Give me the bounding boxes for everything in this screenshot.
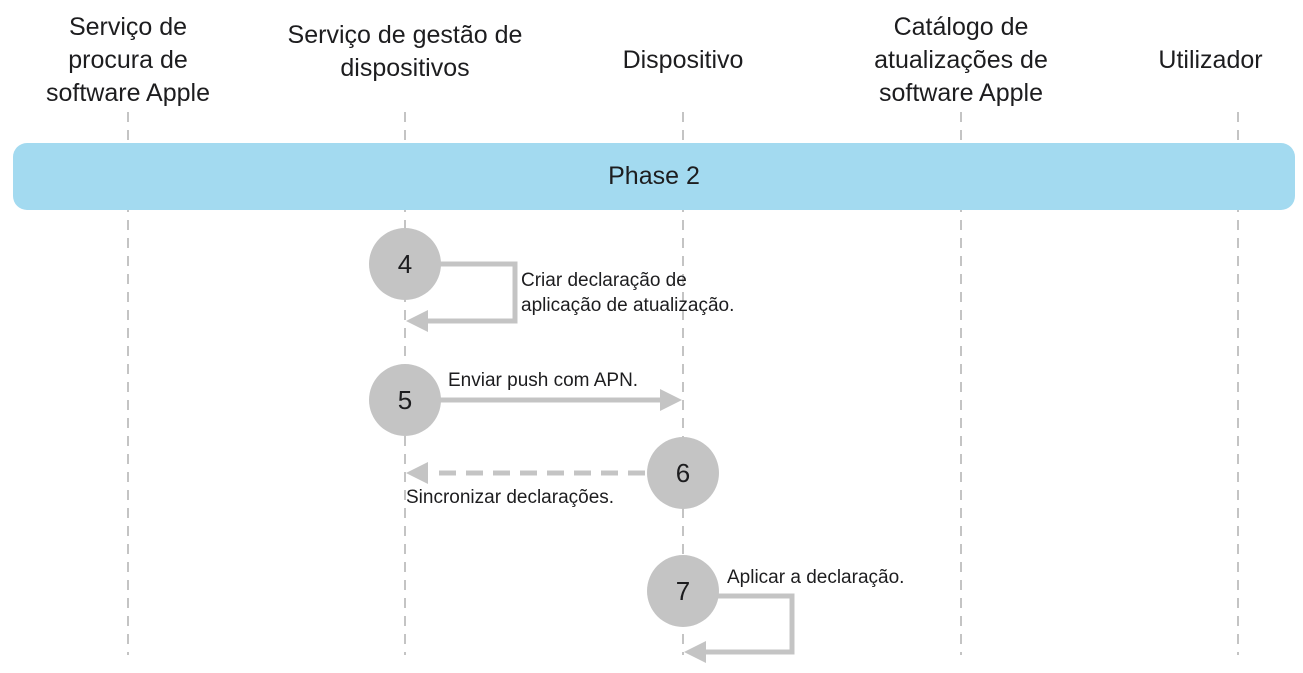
lane-header-device-management: Serviço de gestão de dispositivos xyxy=(285,2,525,102)
lane-header-apple-software-lookup: Serviço de procura de software Apple xyxy=(8,10,248,110)
step-number: 6 xyxy=(675,457,691,488)
step-label: Aplicar a declaração. xyxy=(727,567,905,588)
lane-title: Catálogo de atualizações de software App… xyxy=(874,12,1048,107)
step-7-arrow xyxy=(684,593,795,663)
phase-band xyxy=(13,143,1295,210)
step-number: 7 xyxy=(675,575,691,606)
lane-header-update-catalog: Catálogo de atualizações de software App… xyxy=(841,10,1081,110)
lane-title: Serviço de procura de software Apple xyxy=(46,12,210,107)
lane-header-device: Dispositivo xyxy=(563,10,803,110)
step-label: Enviar push com APN. xyxy=(448,370,639,391)
step-6-arrow xyxy=(406,462,645,484)
step-4-arrow xyxy=(406,261,518,332)
lane-title: Utilizador xyxy=(1158,45,1263,74)
lane-title: Dispositivo xyxy=(622,45,744,74)
step-5-circle xyxy=(369,364,441,436)
step-7-circle xyxy=(647,555,719,627)
step-label: Criar declaração de aplicação de atualiz… xyxy=(521,270,735,316)
lane-header-user: Utilizador xyxy=(1118,10,1303,110)
phase-label: Phase 2 xyxy=(608,162,700,190)
step-6-circle xyxy=(647,437,719,509)
step-number: 5 xyxy=(397,384,413,415)
step-5-arrow xyxy=(430,389,682,411)
step-number: 4 xyxy=(397,248,413,279)
step-4-circle xyxy=(369,228,441,300)
lane-title: Serviço de gestão de dispositivos xyxy=(287,21,523,82)
step-label: Sincronizar declarações. xyxy=(406,487,615,508)
